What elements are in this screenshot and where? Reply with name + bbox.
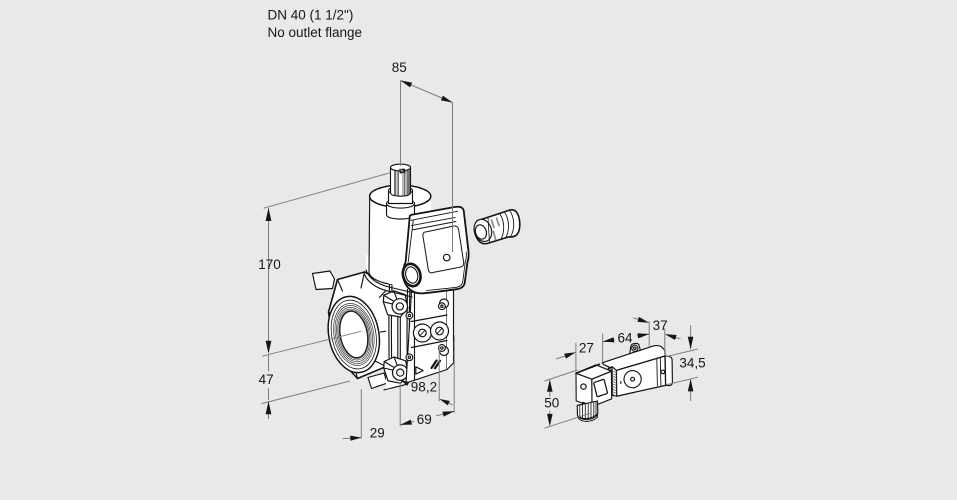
svg-text:34,5: 34,5 [679, 356, 705, 371]
svg-text:170: 170 [258, 257, 281, 272]
svg-text:69: 69 [417, 412, 432, 427]
svg-text:No outlet flange: No outlet flange [268, 25, 363, 40]
svg-text:27: 27 [579, 340, 594, 355]
svg-text:29: 29 [370, 426, 385, 441]
svg-text:DN 40 (1 1/2"): DN 40 (1 1/2") [268, 7, 354, 22]
svg-text:64: 64 [618, 330, 634, 345]
svg-text:98,2: 98,2 [411, 380, 437, 395]
svg-text:37: 37 [653, 318, 668, 333]
svg-text:85: 85 [392, 60, 407, 75]
svg-text:47: 47 [259, 372, 274, 387]
svg-text:50: 50 [544, 395, 559, 410]
